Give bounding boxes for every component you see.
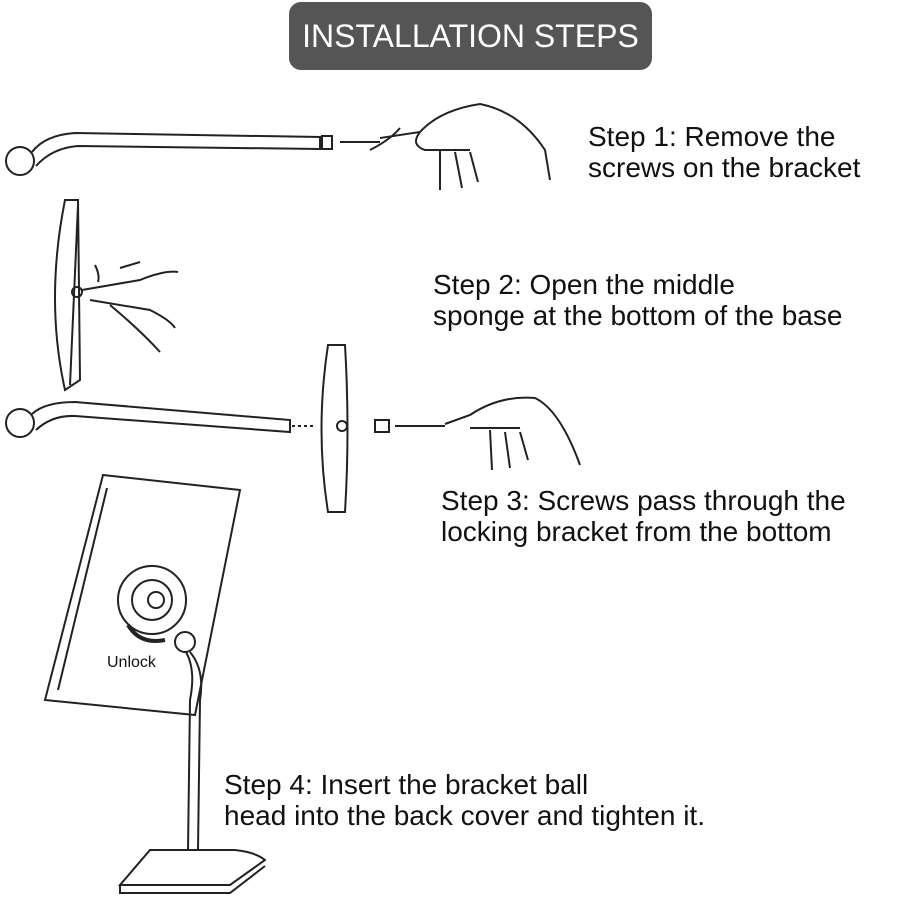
step-4-text: Step 4: Insert the bracket ball head int…	[224, 769, 705, 831]
step-3-line-2: locking bracket from the bottom	[441, 516, 832, 547]
step-4-line-1: Step 4: Insert the bracket ball	[224, 769, 589, 800]
step-1-text: Step 1: Remove the screws on the bracket	[588, 121, 860, 183]
step-2-text: Step 2: Open the middle sponge at the bo…	[433, 269, 842, 331]
step2-base-illustration	[54, 199, 179, 392]
unlock-label: Unlock	[107, 654, 156, 671]
step-3-line-1: Step 3: Screws pass through the	[441, 485, 846, 516]
step-2-line-1: Step 2: Open the middle	[433, 269, 735, 300]
step-3-text: Step 3: Screws pass through the locking …	[441, 485, 846, 547]
step-1-line-1: Step 1: Remove the	[588, 121, 836, 152]
step-2-line-2: sponge at the bottom of the base	[433, 300, 843, 331]
title-badge: INSTALLATION STEPS	[289, 2, 652, 70]
step-1-line-2: screws on the bracket	[588, 152, 861, 183]
step3-assembly-illustration	[5, 344, 581, 513]
step4-mirror-illustration	[43, 473, 267, 894]
step-4-line-2: head into the back cover and tighten it.	[224, 800, 705, 831]
step1-bracket-illustration	[5, 102, 551, 190]
